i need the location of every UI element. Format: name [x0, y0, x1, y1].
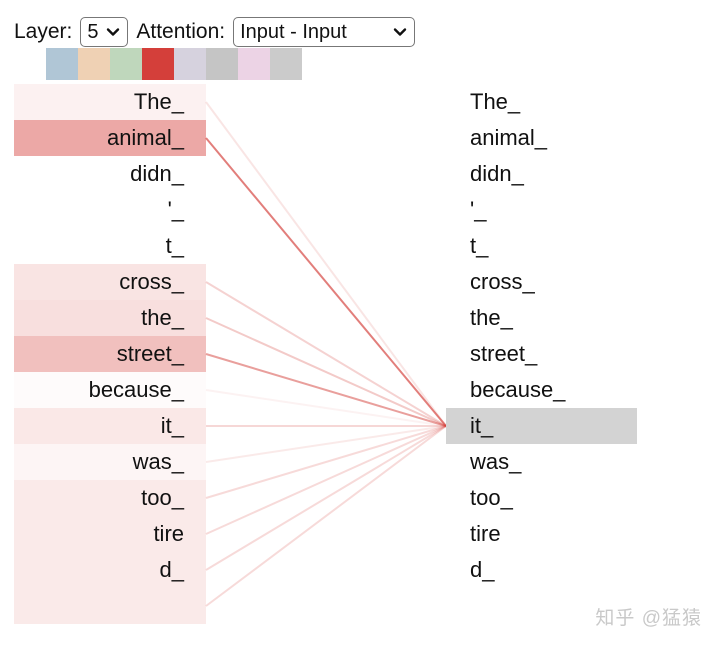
attention-head-swatches	[46, 48, 302, 80]
head-swatch[interactable]	[142, 48, 174, 80]
left-token[interactable]: street_	[14, 336, 206, 372]
chevron-down-icon	[393, 28, 407, 36]
attention-line	[205, 101, 447, 427]
left-token[interactable]: The_	[14, 84, 206, 120]
right-token[interactable]: cross_	[470, 269, 535, 294]
left-token[interactable]: was_	[14, 444, 206, 480]
attention-select[interactable]: Input - Input	[233, 17, 416, 47]
chevron-down-icon	[107, 28, 120, 36]
layer-select-value: 5	[87, 20, 99, 43]
left-token[interactable]: d_	[14, 552, 206, 588]
right-token[interactable]: because_	[470, 377, 566, 402]
attention-label: Attention:	[136, 20, 226, 43]
left-token[interactable]: the_	[14, 300, 206, 336]
left-token[interactable]: t_	[165, 233, 184, 258]
right-token[interactable]: street_	[470, 341, 538, 366]
attention-line	[205, 281, 447, 427]
head-swatch[interactable]	[174, 48, 206, 80]
left-token[interactable]	[14, 588, 206, 624]
left-token[interactable]: it_	[14, 408, 206, 444]
attention-line	[205, 425, 447, 607]
left-token[interactable]: too_	[14, 480, 206, 516]
attention-line	[205, 425, 447, 463]
left-token[interactable]: because_	[88, 377, 184, 402]
attention-line	[205, 425, 447, 535]
head-swatch[interactable]	[270, 48, 302, 80]
head-swatch[interactable]	[46, 48, 78, 80]
attention-line	[205, 425, 447, 499]
right-token[interactable]: too_	[470, 485, 513, 510]
right-token[interactable]: tire	[470, 521, 501, 546]
attention-line	[205, 389, 447, 427]
attention-line	[205, 425, 447, 571]
attention-select-value: Input - Input	[240, 20, 347, 43]
head-swatch[interactable]	[110, 48, 142, 80]
layer-select[interactable]: 5	[80, 17, 129, 47]
layer-label: Layer:	[14, 20, 73, 43]
left-token[interactable]: animal_	[14, 120, 206, 156]
head-swatch[interactable]	[206, 48, 238, 80]
left-token[interactable]: didn_	[130, 161, 184, 186]
right-token[interactable]: animal_	[470, 125, 548, 150]
right-token[interactable]: '_	[470, 197, 487, 222]
right-token[interactable]: didn_	[470, 161, 524, 186]
attention-line	[205, 137, 447, 427]
left-token[interactable]: tire	[14, 516, 206, 552]
right-token[interactable]: the_	[470, 305, 513, 330]
right-token[interactable]: d_	[470, 557, 495, 582]
head-swatch[interactable]	[238, 48, 270, 80]
watermark: 知乎 @猛猿	[595, 608, 702, 629]
left-token[interactable]: cross_	[14, 264, 206, 300]
controls-bar: Layer: 5 Attention: Input - Input	[14, 16, 416, 48]
attention-line	[205, 317, 447, 427]
left-token[interactable]: '_	[167, 197, 184, 222]
right-token[interactable]: t_	[470, 233, 489, 258]
right-token[interactable]: The_	[470, 89, 521, 114]
head-swatch[interactable]	[78, 48, 110, 80]
right-token[interactable]: was_	[470, 449, 522, 474]
right-token-selected[interactable]: it_	[446, 408, 637, 444]
attention-line	[205, 353, 447, 427]
